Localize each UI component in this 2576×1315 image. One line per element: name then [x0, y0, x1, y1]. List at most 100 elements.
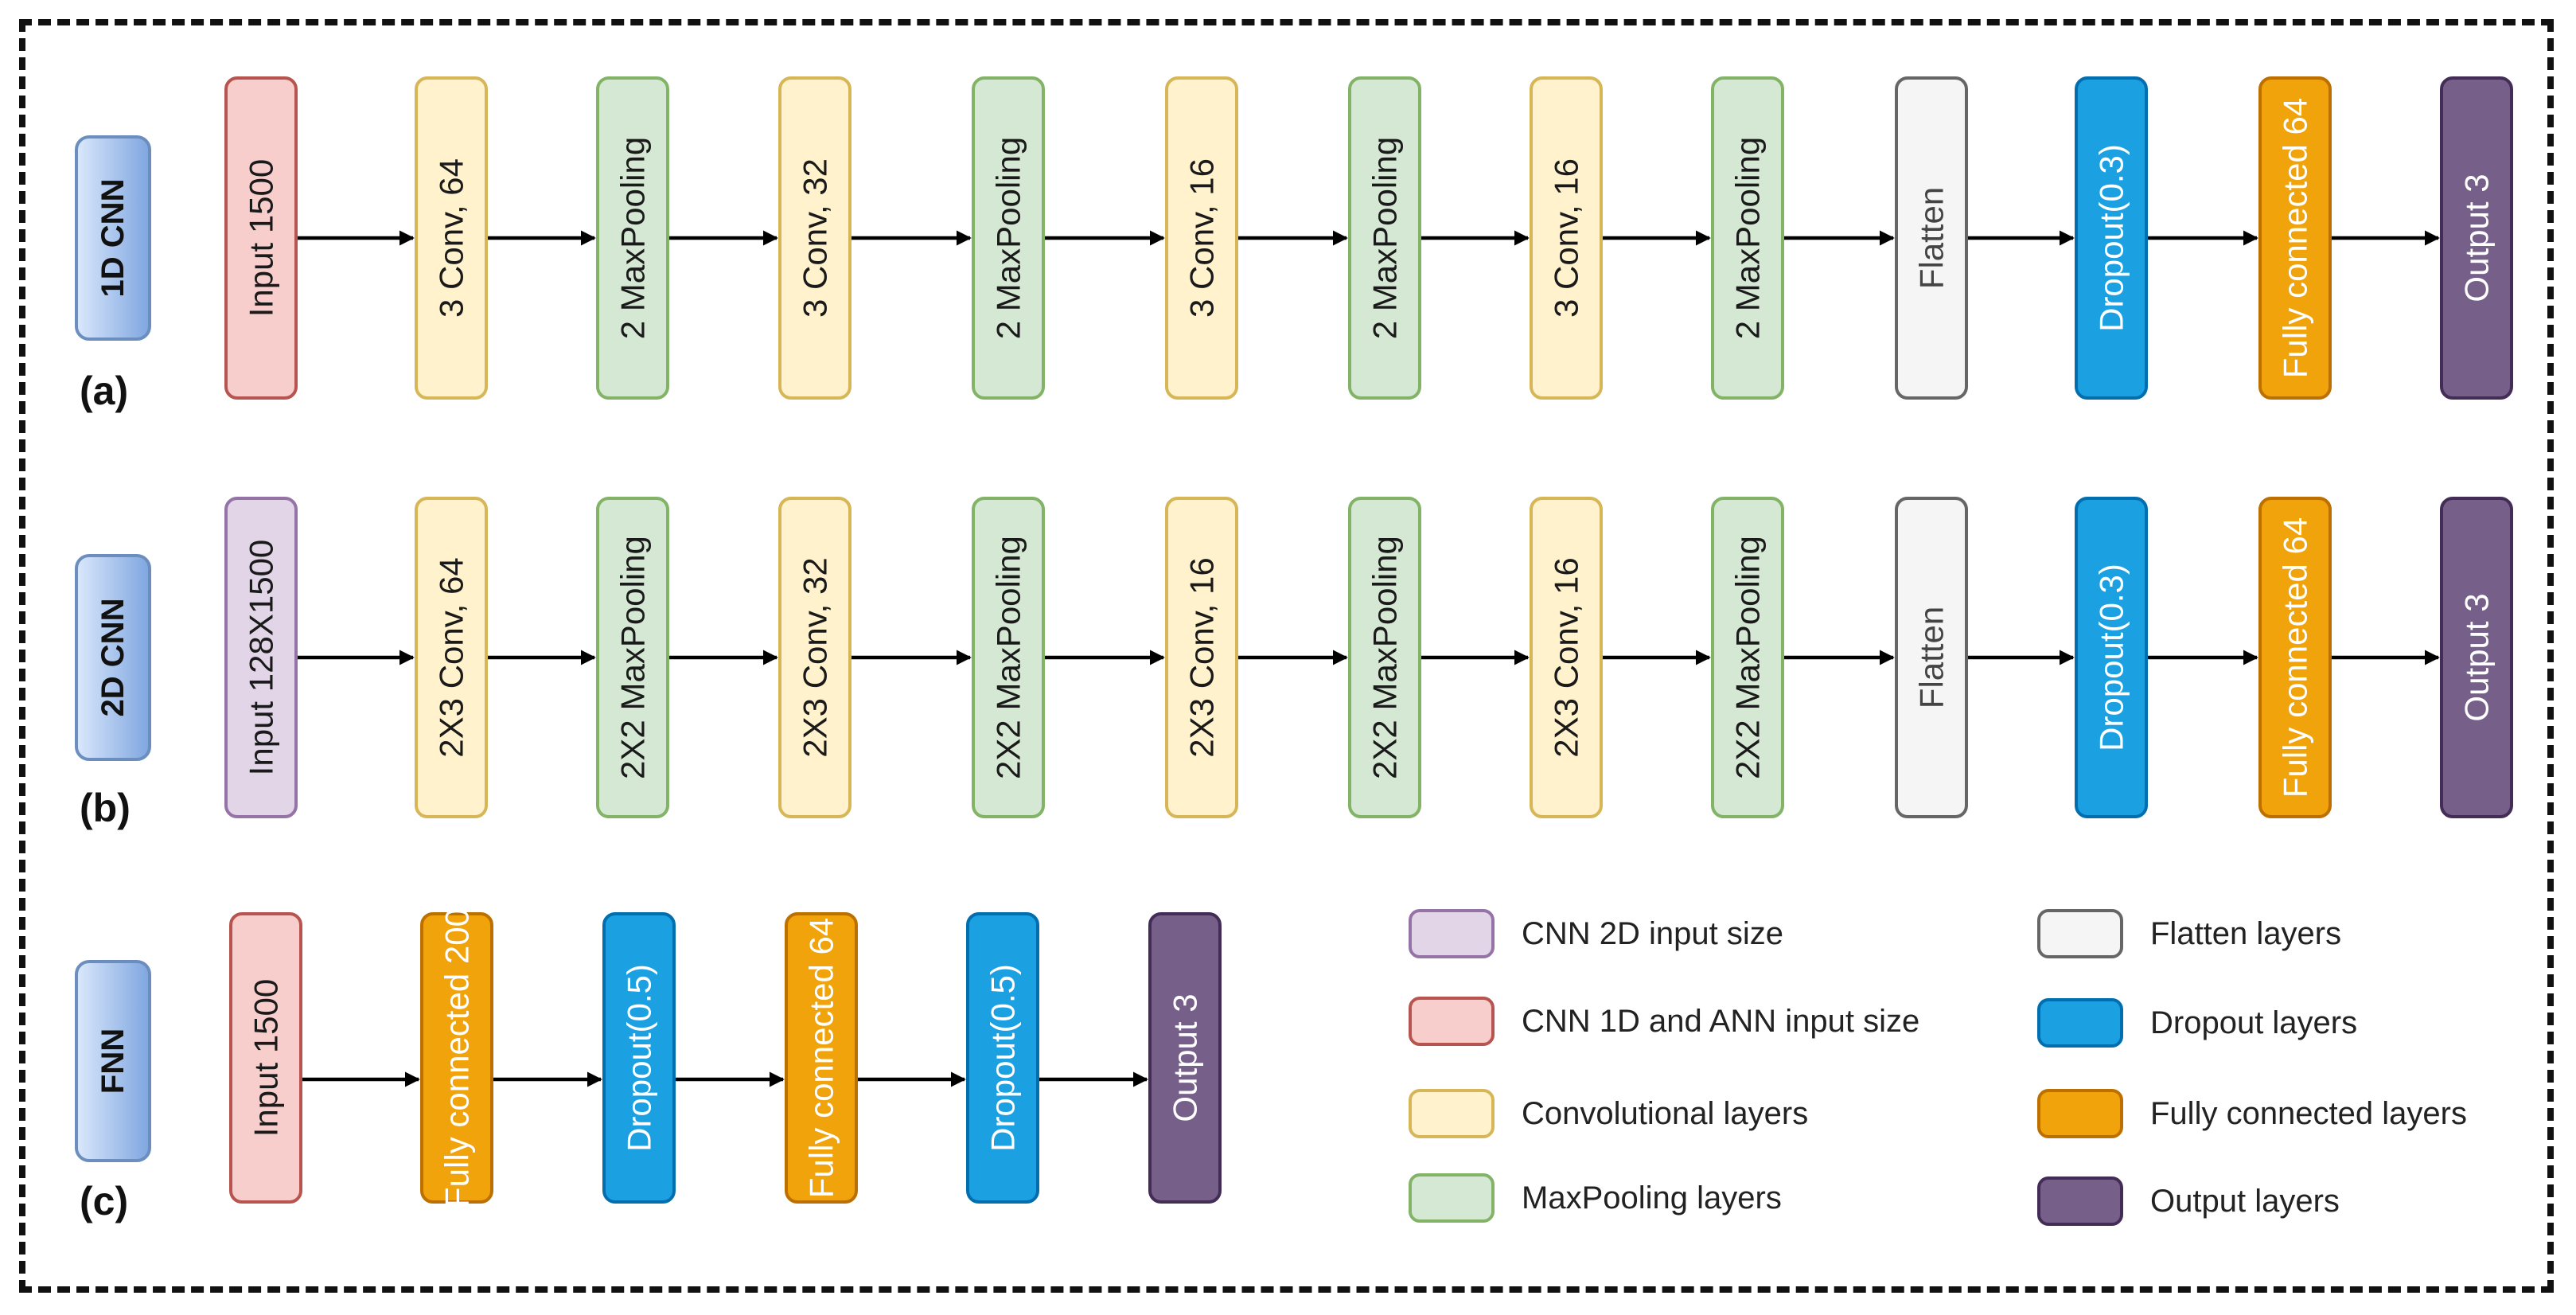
- row-tag-label: FNN: [95, 1028, 131, 1094]
- layer-box-pool: [1348, 76, 1421, 400]
- row-tag-fnn: FNN: [75, 960, 151, 1162]
- layer-box-dropout: [2075, 76, 2148, 400]
- legend-swatch: [2037, 909, 2123, 958]
- row-tag-label: 1D CNN: [95, 179, 131, 298]
- layer-label: Output 3: [2458, 593, 2496, 721]
- legend-label: Convolutional layers: [1522, 1096, 1808, 1131]
- layer-box-input_2d: [224, 497, 298, 818]
- layer-label: Fully connected 200: [438, 908, 476, 1208]
- layer-2x3-conv-64: 2X3 Conv, 64: [415, 497, 488, 818]
- layer-box-pool: [972, 76, 1045, 400]
- legend-item-dropout: Dropout layers: [2037, 998, 2357, 1048]
- layer-label: 2 MaxPooling: [990, 137, 1027, 339]
- layer-output-3: Output 3: [2440, 76, 2513, 400]
- legend-label: Output layers: [2150, 1184, 2340, 1219]
- layer-fully-connected-64: Fully connected 64: [2258, 497, 2332, 818]
- layer-box-fc: [420, 912, 493, 1204]
- layer-label: 2 MaxPooling: [614, 137, 652, 339]
- layer-box-dropout: [602, 912, 676, 1204]
- layer-2-maxpooling: 2 MaxPooling: [1711, 76, 1784, 400]
- layer-2x3-conv-16: 2X3 Conv, 16: [1165, 497, 1238, 818]
- layer-input-128x1500: Input 128X1500: [224, 497, 298, 818]
- legend-swatch: [1409, 909, 1495, 958]
- panel-letter: (a): [80, 369, 128, 413]
- layer-label: 2X3 Conv, 32: [797, 557, 834, 757]
- legend-item-fc: Fully connected layers: [2037, 1089, 2467, 1138]
- layer-label: 2X3 Conv, 16: [1548, 557, 1585, 757]
- layer-dropout-0-3: Dropout(0.3): [2075, 76, 2148, 400]
- layer-2x2-maxpooling: 2X2 MaxPooling: [1348, 497, 1421, 818]
- layer-fully-connected-64: Fully connected 64: [785, 912, 858, 1204]
- row-tag-box: [75, 135, 151, 341]
- layer-fully-connected-200: Fully connected 200: [420, 908, 493, 1208]
- legend-label: CNN 1D and ANN input size: [1522, 1004, 1919, 1039]
- layer-label: Input 128X1500: [243, 540, 280, 776]
- layer-box-pool: [596, 76, 669, 400]
- legend-label: Dropout layers: [2150, 1005, 2357, 1040]
- layer-box-pool: [596, 497, 669, 818]
- layer-flatten: Flatten: [1895, 497, 1968, 818]
- layer-3-conv-32: 3 Conv, 32: [778, 76, 852, 400]
- layer-2x3-conv-32: 2X3 Conv, 32: [778, 497, 852, 818]
- layer-3-conv-64: 3 Conv, 64: [415, 76, 488, 400]
- layer-box-conv: [1165, 497, 1238, 818]
- layer-box-input_1d: [229, 912, 302, 1204]
- layer-box-flatten: [1895, 76, 1968, 400]
- layer-label: Dropout(0.3): [2093, 564, 2130, 751]
- layer-label: Dropout(0.5): [621, 964, 658, 1152]
- row-tag-box: [75, 554, 151, 761]
- legend-swatch: [2037, 1089, 2123, 1138]
- layer-label: Dropout(0.3): [2093, 144, 2130, 332]
- layer-box-flatten: [1895, 497, 1968, 818]
- legend-item-input_2d: CNN 2D input size: [1409, 909, 1783, 958]
- layer-box-conv: [778, 76, 852, 400]
- layer-label: 3 Conv, 16: [1548, 158, 1585, 318]
- layer-2x2-maxpooling: 2X2 MaxPooling: [596, 497, 669, 818]
- layer-dropout-0-5: Dropout(0.5): [602, 912, 676, 1204]
- nodes-layer: Input 1500 3 Conv, 64 2 MaxPooling 3 Conv, …: [224, 76, 2513, 1208]
- layer-box-conv: [415, 76, 488, 400]
- layer-label: Flatten: [1913, 607, 1951, 708]
- layer-box-conv: [1530, 76, 1603, 400]
- layer-label: Output 3: [1167, 993, 1204, 1122]
- layer-label: 2X3 Conv, 64: [433, 557, 470, 757]
- layer-dropout-0-5: Dropout(0.5): [966, 912, 1039, 1204]
- legend-item-flatten: Flatten layers: [2037, 909, 2341, 958]
- layer-box-conv: [778, 497, 852, 818]
- layer-box-output: [2440, 76, 2513, 400]
- layer-3-conv-16: 3 Conv, 16: [1530, 76, 1603, 400]
- layer-label: Output 3: [2458, 174, 2496, 302]
- layer-label: Flatten: [1913, 187, 1951, 289]
- layer-label: 3 Conv, 64: [433, 158, 470, 318]
- row-1d-cnn: Input 1500 3 Conv, 64 2 MaxPooling 3 Conv, …: [224, 76, 2513, 400]
- layer-input-1500: Input 1500: [224, 76, 298, 400]
- legend-swatch: [2037, 998, 2123, 1048]
- layer-box-output: [1148, 912, 1222, 1204]
- layer-label: 2X2 MaxPooling: [1729, 536, 1767, 779]
- layer-label: Dropout(0.5): [984, 964, 1022, 1152]
- layer-label: Fully connected 64: [2277, 517, 2314, 798]
- layer-label: 2 MaxPooling: [1729, 137, 1767, 339]
- legend-label: Fully connected layers: [2150, 1096, 2467, 1131]
- layer-2x2-maxpooling: 2X2 MaxPooling: [1711, 497, 1784, 818]
- layer-label: 2X2 MaxPooling: [1366, 536, 1404, 779]
- layer-box-conv: [1530, 497, 1603, 818]
- row-tag-2d-cnn: 2D CNN: [75, 554, 151, 761]
- layer-box-fc: [2258, 497, 2332, 818]
- layer-box-pool: [1711, 76, 1784, 400]
- layer-box-conv: [1165, 76, 1238, 400]
- layer-2x3-conv-16: 2X3 Conv, 16: [1530, 497, 1603, 818]
- legend-swatch: [1409, 1089, 1495, 1138]
- legend-label: MaxPooling layers: [1522, 1180, 1782, 1215]
- legend-swatch: [1409, 1173, 1495, 1223]
- legend-swatch: [2037, 1176, 2123, 1226]
- legend-swatch: [1409, 997, 1495, 1046]
- legend-item-pool: MaxPooling layers: [1409, 1173, 1782, 1223]
- layer-fully-connected-64: Fully connected 64: [2258, 76, 2332, 400]
- row-fnn: Input 1500 Fully connected 200 Dropout(0.5…: [229, 908, 1222, 1208]
- legend-item-conv: Convolutional layers: [1409, 1089, 1808, 1138]
- layer-label: Input 1500: [247, 979, 285, 1137]
- layer-label: Fully connected 64: [803, 918, 840, 1199]
- layer-label: 3 Conv, 32: [797, 158, 834, 318]
